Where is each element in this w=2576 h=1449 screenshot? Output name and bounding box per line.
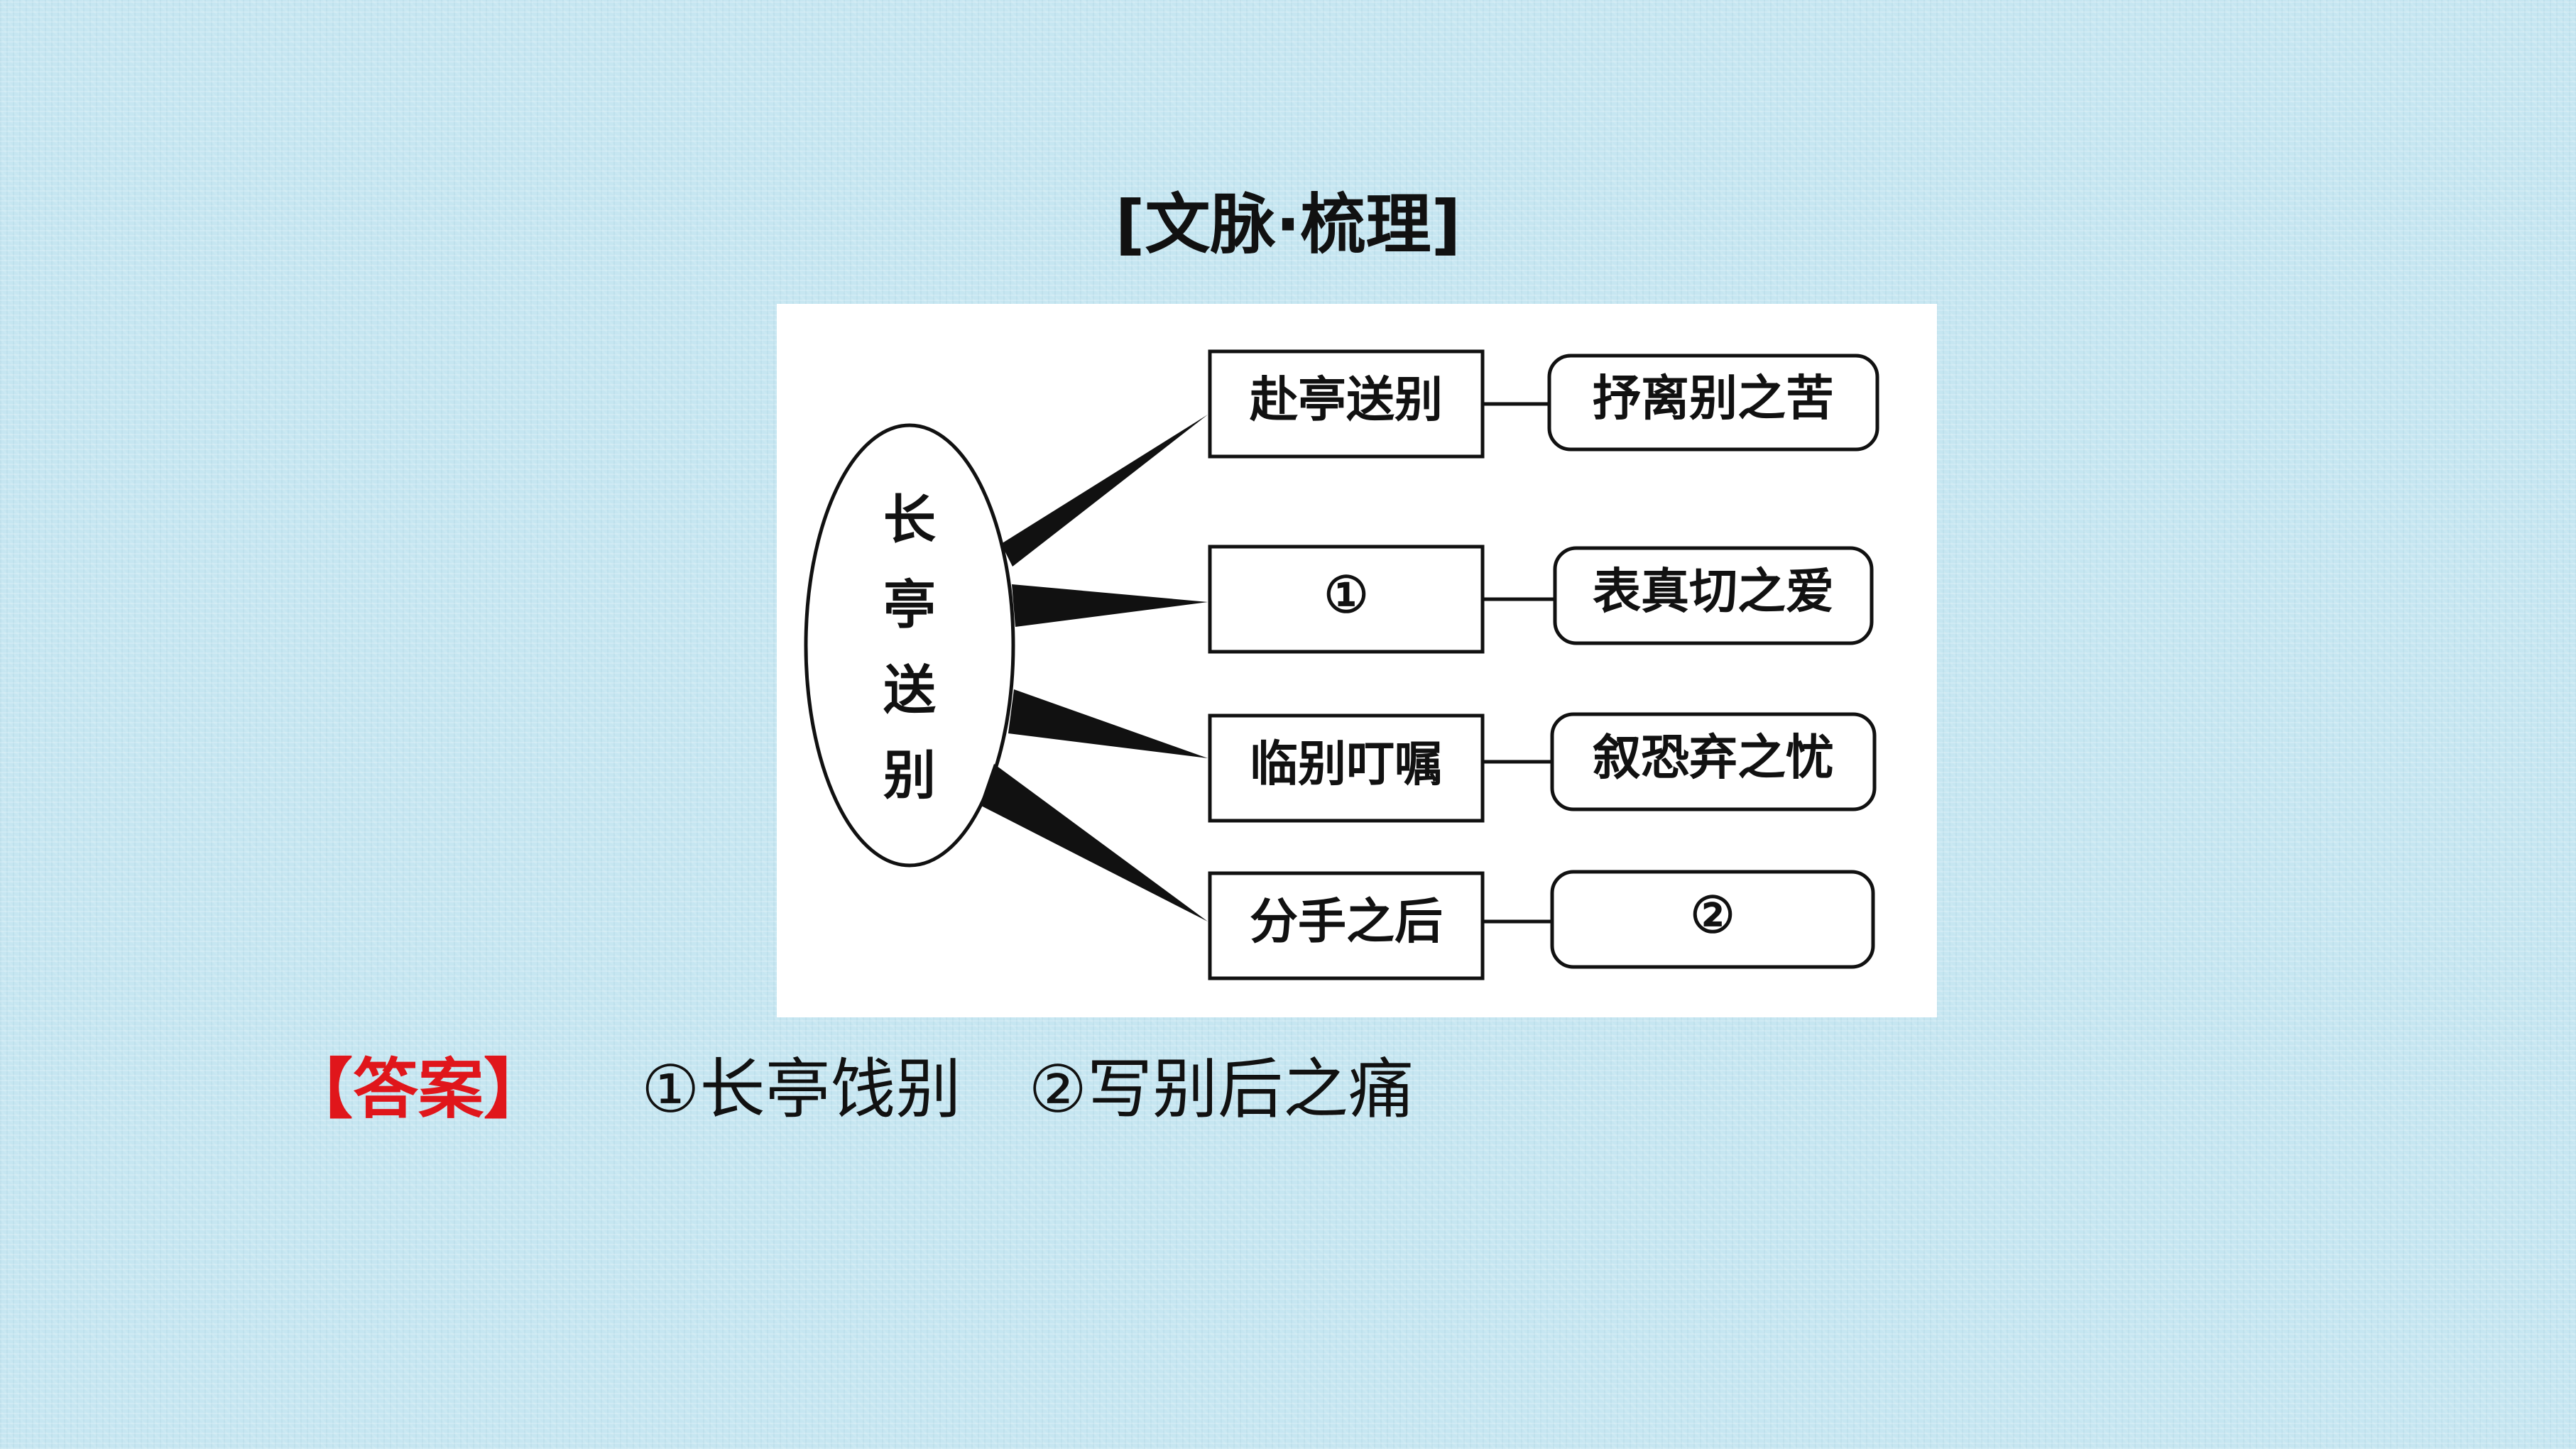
section-box <box>1208 349 1485 459</box>
answer-line: 【答案】 ①长亭饯别 ②写别后之痛 <box>288 1044 1414 1136</box>
wedge-connector <box>1008 689 1208 758</box>
answer-label: 【答案】 <box>288 1051 550 1127</box>
wedge-connector <box>1012 584 1208 627</box>
meaning-label: 抒离别之苦 <box>1593 371 1834 427</box>
wedge-connector <box>1001 415 1208 567</box>
section-label: 赴亭送别 <box>1249 372 1443 429</box>
section-label: ① <box>1324 565 1369 624</box>
center-ellipse <box>804 423 1015 868</box>
section-label: 临别叮嘱 <box>1250 736 1443 793</box>
slide-title: [文脉·梳理] <box>1115 187 1461 263</box>
wedge-connector <box>980 764 1208 922</box>
answer-item: ②写别后之痛 <box>1028 1051 1414 1127</box>
meaning-label: 表真切之爱 <box>1593 564 1834 620</box>
center-char: 别 <box>883 745 936 806</box>
section-box <box>1208 545 1485 654</box>
meaning-label: 叙恐弃之忧 <box>1593 730 1834 787</box>
diagram-svg: 长 亭 送 别 赴亭送别 抒离别之苦 ① 表真切之爱 临别叮嘱 叙恐弃之忧 分手… <box>804 349 1879 980</box>
section-box <box>1208 871 1485 980</box>
section-label: 分手之后 <box>1250 894 1443 951</box>
meaning-box <box>1547 354 1879 452</box>
meaning-label: ② <box>1691 885 1735 944</box>
meaning-box <box>1550 712 1877 811</box>
meaning-box <box>1553 546 1874 645</box>
center-char: 送 <box>883 660 936 721</box>
center-char: 亭 <box>883 575 936 636</box>
center-char: 长 <box>883 490 936 551</box>
structure-diagram: 长 亭 送 别 赴亭送别 抒离别之苦 ① 表真切之爱 临别叮嘱 叙恐弃之忧 分手… <box>777 304 1937 1017</box>
section-box <box>1208 713 1485 823</box>
meaning-box <box>1550 870 1875 969</box>
answer-item: ①长亭饯别 <box>641 1051 961 1127</box>
